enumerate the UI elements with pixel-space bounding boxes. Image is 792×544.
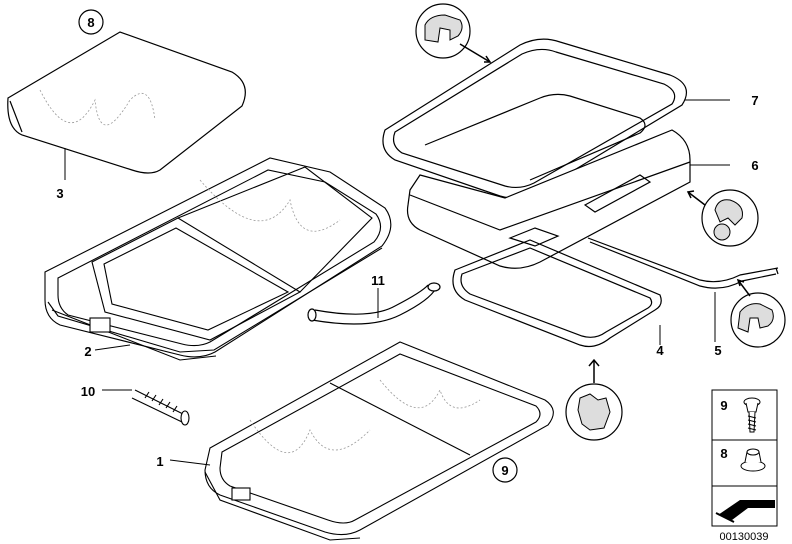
sunroof-frame <box>44 157 392 361</box>
callout-label-8: 8 <box>87 15 94 30</box>
legend-number-8: 8 <box>720 446 727 461</box>
arrow-icon <box>715 500 775 523</box>
callout-label-9: 9 <box>501 463 508 478</box>
callout-circle-9 <box>492 457 518 483</box>
drawing-number: 00130039 <box>720 531 769 543</box>
part-label-7: 7 <box>751 93 758 108</box>
callout-circle-8 <box>78 9 104 35</box>
seal-ring-top <box>382 38 688 199</box>
part-label-1: 1 <box>156 454 163 469</box>
profile-detail-top <box>415 3 492 63</box>
part-label-11: 11 <box>371 273 385 288</box>
profile-detail-lower-right <box>730 278 786 348</box>
edge-strip <box>587 237 779 289</box>
legend-number-9: 9 <box>720 398 727 413</box>
part-label-2: 2 <box>84 344 91 359</box>
part-label-3: 3 <box>56 186 63 201</box>
drain-hose <box>307 282 441 325</box>
leader-1 <box>169 459 211 466</box>
profile-detail-bottom <box>565 358 623 441</box>
clip-nut-icon <box>740 448 766 472</box>
frame-seal <box>406 129 691 269</box>
gasket <box>452 239 662 348</box>
screw-icon <box>743 397 761 433</box>
leader-2 <box>94 344 131 351</box>
part-label-6: 6 <box>751 158 758 173</box>
sunroof-assembly <box>204 341 554 541</box>
headliner-panel <box>7 31 246 174</box>
bolt <box>131 389 190 426</box>
part-label-5: 5 <box>714 343 721 358</box>
part-label-10: 10 <box>81 384 95 399</box>
part-label-4: 4 <box>656 343 664 358</box>
profile-detail-right <box>686 189 759 247</box>
